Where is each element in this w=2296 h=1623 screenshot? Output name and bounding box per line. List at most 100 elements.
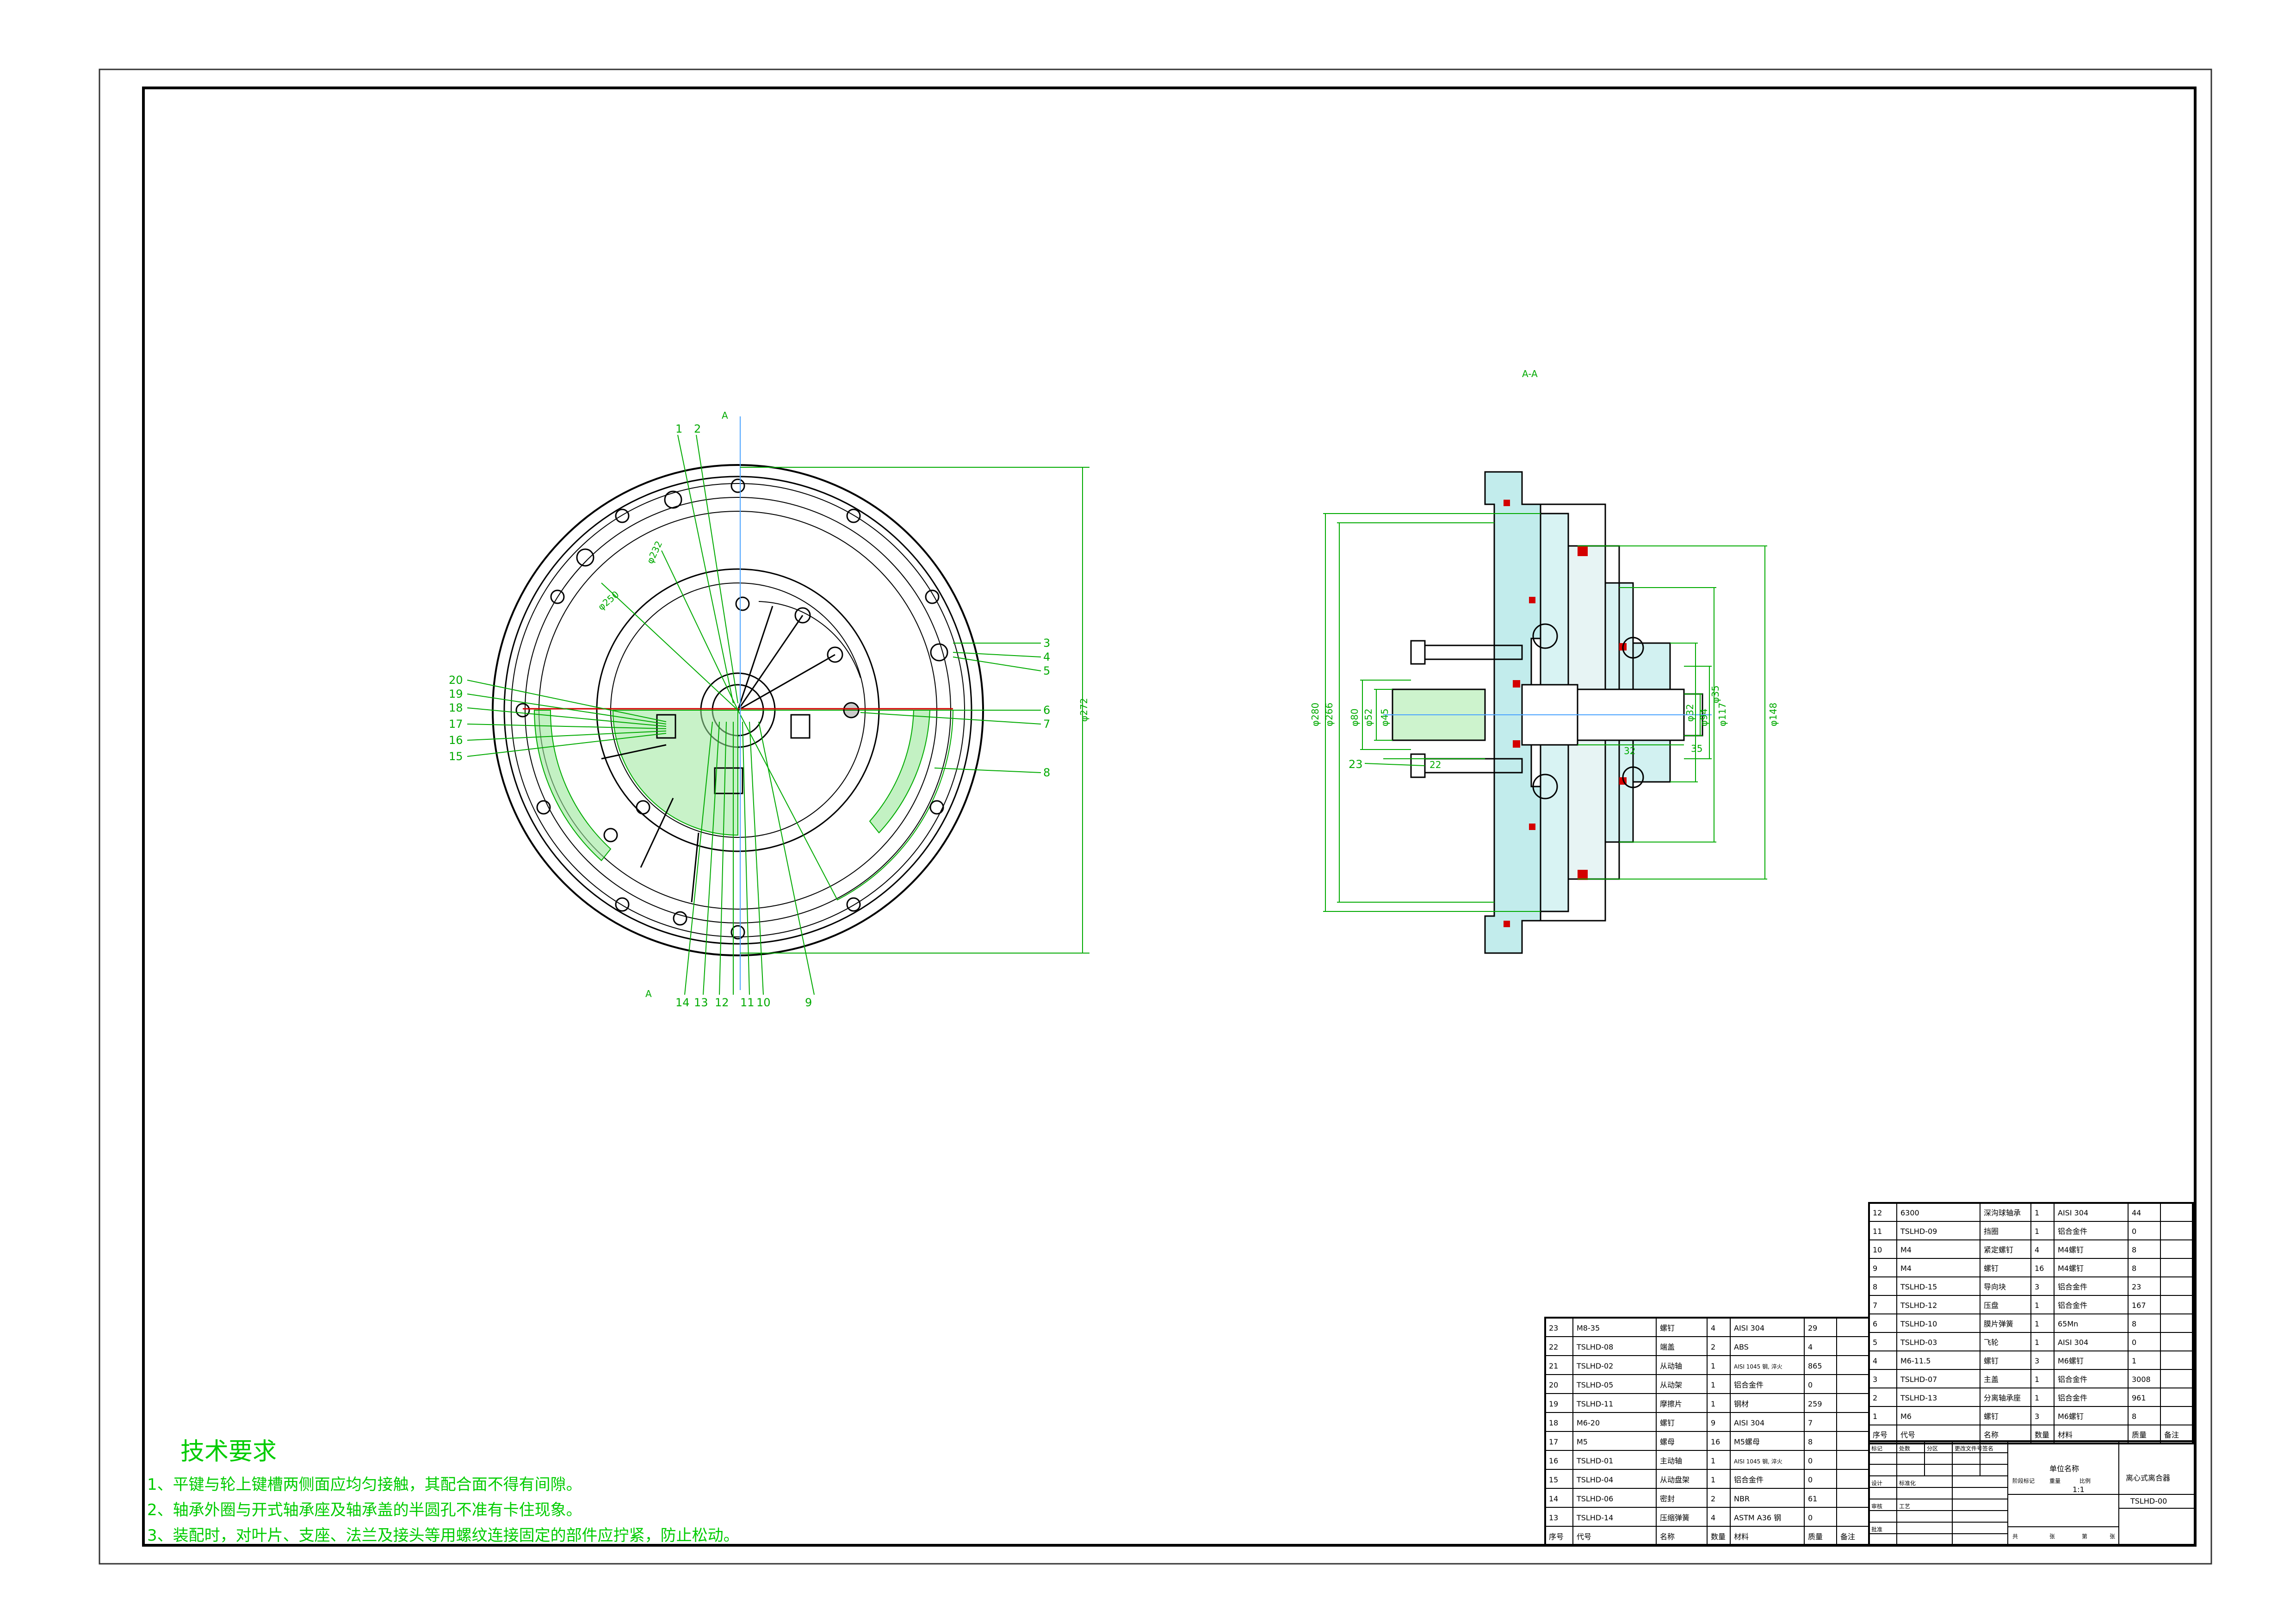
bom-header-cell: 备注 — [2164, 1431, 2179, 1439]
svg-text:11: 11 — [740, 996, 755, 1009]
tech-requirements-title: 技术要求 — [180, 1438, 277, 1466]
bom-cell: 11 — [1873, 1227, 1882, 1236]
bom-cell: 0 — [2132, 1338, 2136, 1347]
bom-cell: 3 — [2035, 1412, 2039, 1421]
bom-cell: 1 — [2035, 1319, 2039, 1328]
bom-cell: 挡圈 — [1984, 1227, 1999, 1236]
bom-cell: 螺钉 — [1984, 1412, 1999, 1421]
svg-text:23: 23 — [1349, 758, 1363, 771]
bom-cell: 21 — [1549, 1362, 1558, 1370]
bom-cell: 1 — [1711, 1475, 1715, 1484]
front-view: A A φ272 φ250 φ232 — [449, 410, 1089, 1009]
bom-cell: TSLHD-09 — [1900, 1227, 1937, 1236]
svg-text:φ80: φ80 — [1349, 708, 1360, 726]
svg-text:17: 17 — [449, 718, 463, 731]
bom-cell: TSLHD-10 — [1900, 1319, 1937, 1328]
bom-cell: 从动轴 — [1660, 1362, 1682, 1370]
bom-header-cell: 代号 — [1900, 1431, 1915, 1439]
svg-text:φ272: φ272 — [1078, 698, 1089, 722]
bom-cell: 44 — [2132, 1208, 2141, 1217]
bom-cell: 61 — [1808, 1494, 1817, 1503]
bom-cell: 紧定螺钉 — [1984, 1245, 2013, 1254]
bom-cell: 20 — [1549, 1381, 1558, 1389]
svg-text:A-A: A-A — [1522, 368, 1538, 379]
svg-text:比例: 比例 — [2079, 1478, 2091, 1484]
bom-cell: 0 — [1808, 1513, 1813, 1522]
bom-cell: 865 — [1808, 1362, 1822, 1370]
svg-text:19: 19 — [449, 688, 463, 700]
bom-header-cell: 材料 — [1734, 1532, 1749, 1541]
bom-header-cell: 名称 — [1984, 1431, 1999, 1439]
bom-cell: 22 — [1549, 1343, 1558, 1351]
bom-cell: 1 — [2035, 1208, 2039, 1217]
bom-cell: 7 — [1873, 1301, 1877, 1310]
bom-header-cell: 代号 — [1577, 1532, 1591, 1541]
bom-cell: TSLHD-01 — [1576, 1456, 1613, 1465]
svg-text:20: 20 — [449, 674, 463, 687]
tech-requirement-line: 3、装配时，对叶片、支座、法兰及接头等用螺纹连接固定的部件应拧紧，防止松动。 — [147, 1526, 739, 1545]
svg-text:A: A — [645, 988, 652, 999]
svg-text:批准: 批准 — [1871, 1526, 1882, 1533]
bom-cell: 8 — [2132, 1412, 2136, 1421]
title-block-unit: 单位名称 — [2049, 1464, 2079, 1473]
bom-cell: 螺钉 — [1984, 1357, 1999, 1365]
bom-cell: 10 — [1873, 1245, 1882, 1254]
bom-cell: M8-35 — [1577, 1324, 1600, 1332]
bom-cell: TSLHD-12 — [1900, 1301, 1937, 1310]
svg-text:共: 共 — [2012, 1533, 2018, 1540]
bom-cell: M6 — [1900, 1412, 1912, 1421]
bom-cell: TSLHD-15 — [1900, 1282, 1937, 1291]
svg-text:15: 15 — [449, 750, 463, 763]
bom-cell: 铝合金件 — [1734, 1381, 1764, 1389]
bom-cell: 13 — [1549, 1513, 1558, 1522]
svg-text:设计: 设计 — [1871, 1480, 1882, 1487]
svg-text:重量: 重量 — [2049, 1478, 2061, 1484]
bom-cell: ASTM A36 钢 — [1734, 1513, 1781, 1522]
bom-cell: 2 — [1711, 1494, 1715, 1503]
svg-text:张: 张 — [2049, 1533, 2055, 1540]
bom-header-cell: 备注 — [1840, 1532, 1855, 1541]
bom-cell: 铝合金件 — [2058, 1301, 2087, 1310]
svg-text:3: 3 — [1043, 637, 1050, 650]
svg-text:12: 12 — [715, 996, 729, 1009]
svg-text:φ232: φ232 — [644, 539, 664, 565]
bom-header-cell: 质量 — [2132, 1431, 2147, 1439]
bom-cell: AISI 304 — [1734, 1419, 1764, 1427]
bom-cell: M6螺钉 — [2058, 1357, 2084, 1365]
svg-text:5: 5 — [1043, 664, 1050, 677]
bom-cell: 铝合金件 — [2058, 1375, 2087, 1384]
bom-cell: 压缩弹簧 — [1660, 1513, 1690, 1522]
bom-cell: 2 — [1711, 1343, 1715, 1351]
svg-text:处数: 处数 — [1899, 1445, 1910, 1452]
bom-cell: 0 — [2132, 1227, 2136, 1236]
bom-cell: 23 — [1549, 1324, 1558, 1332]
bom-cell: TSLHD-07 — [1900, 1375, 1937, 1384]
bom-cell: 铝合金件 — [2058, 1282, 2087, 1291]
svg-text:8: 8 — [1043, 766, 1050, 779]
bom-cell: ABS — [1734, 1343, 1749, 1351]
section-view-a-a: A-A — [1310, 368, 1779, 954]
bom-cell: 8 — [1873, 1282, 1877, 1291]
bom-cell: 4 — [1808, 1343, 1813, 1351]
bom-header-cell: 质量 — [1808, 1532, 1823, 1541]
svg-text:第: 第 — [2082, 1533, 2087, 1540]
bom-cell: TSLHD-11 — [1576, 1400, 1613, 1408]
bom-cell: 18 — [1549, 1419, 1558, 1427]
bom-cell: 19 — [1549, 1400, 1558, 1408]
svg-text:13: 13 — [694, 996, 708, 1009]
bom-cell: 1 — [1711, 1381, 1715, 1389]
inner-frame — [142, 87, 2197, 1547]
bom-cell: 3 — [1873, 1375, 1877, 1384]
bom-header-cell: 材料 — [2058, 1431, 2073, 1439]
bom-cell: 1 — [2132, 1357, 2136, 1365]
svg-text:φ52: φ52 — [1363, 708, 1374, 726]
bom-cell: 961 — [2132, 1394, 2146, 1402]
svg-text:1: 1 — [675, 422, 682, 435]
bom-cell: 16 — [2035, 1264, 2044, 1273]
tech-requirement-line: 1、平键与轮上键槽两侧面应均匀接触，其配合面不得有间隙。 — [147, 1475, 582, 1494]
bom-cell: 密封 — [1660, 1494, 1675, 1503]
bom-cell: 铝合金件 — [2058, 1394, 2087, 1402]
bom-cell: 1 — [2035, 1338, 2039, 1347]
